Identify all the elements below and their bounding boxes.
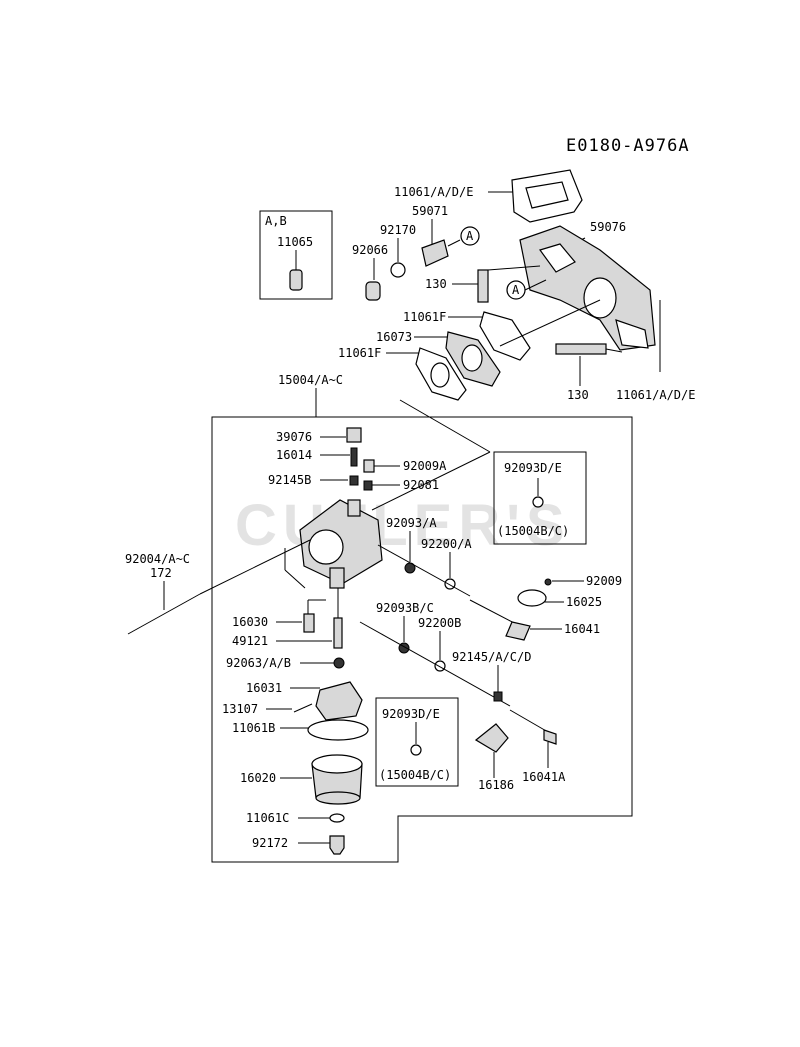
label-11061C: 11061C: [246, 811, 289, 825]
label-92093BC: 92093B/C: [376, 601, 434, 615]
label-130-lower: 130: [567, 388, 589, 402]
gasket-11061-top: 11061/A/D/E: [394, 169, 583, 223]
pin-11065: [289, 269, 303, 291]
inset-box-header: A,B: [265, 214, 287, 228]
label-92066: 92066: [352, 243, 388, 257]
note-box-upper: 92093D/E (15004B/C): [493, 451, 587, 545]
label-16030: 16030: [232, 615, 268, 629]
screw-92009: [544, 578, 552, 586]
washer-92200A: [444, 578, 456, 590]
label-16025: 16025: [566, 595, 602, 609]
label-92200A: 92200/A: [421, 537, 472, 551]
label-16014: 16014: [276, 448, 312, 462]
label-92200B: 92200B: [418, 616, 461, 630]
pin-13107: [293, 703, 313, 713]
note-box-lower-ref: (15004B/C): [379, 768, 451, 782]
note-box-upper-part: 92093D/E: [504, 461, 562, 475]
note-box-upper-ref: (15004B/C): [497, 524, 569, 538]
bolt-92172: [329, 835, 345, 855]
label-92081: 92081: [403, 478, 439, 492]
label-92063: 92063/A/B: [226, 656, 291, 670]
fitting-59071: [421, 239, 449, 267]
spring-92145B: [349, 475, 359, 486]
label-11061-ade-top: 11061/A/D/E: [394, 185, 473, 199]
label-16041: 16041: [564, 622, 600, 636]
plate-16025: [517, 589, 547, 607]
callout-a-lower-text: A: [512, 283, 520, 297]
plate-16186: [474, 723, 509, 753]
stud-92004: [127, 593, 201, 635]
spring-92081: [363, 480, 373, 491]
jet-16030: [303, 613, 315, 633]
label-92009: 92009: [586, 574, 622, 588]
watermark: CUTLER'S: [235, 493, 571, 558]
label-11061F-lower: 11061F: [338, 346, 381, 360]
label-16031: 16031: [246, 681, 282, 695]
label-11061F-upper: 11061F: [403, 310, 446, 324]
label-59071: 59071: [412, 204, 448, 218]
label-92009A: 92009A: [403, 459, 447, 473]
float-16031: [315, 681, 363, 721]
screw-92009A: [363, 459, 375, 473]
gasket-11061C: [329, 813, 345, 823]
callout-a-upper-text: A: [466, 229, 474, 243]
label-92145ACD: 92145/A/C/D: [452, 650, 531, 664]
label-39076: 39076: [276, 430, 312, 444]
note-box-lower: 92093D/E (15004B/C): [375, 697, 459, 787]
note-box-lower-part: 92093D/E: [382, 707, 440, 721]
label-16186: 16186: [478, 778, 514, 792]
label-16020: 16020: [240, 771, 276, 785]
part-16014: [350, 447, 358, 467]
inset-box: A,B 11065: [259, 210, 333, 300]
clamp-92170: [390, 262, 406, 278]
label-92170: 92170: [380, 223, 416, 237]
float-bowl-16020: [311, 754, 363, 805]
nut-92063: [333, 657, 345, 669]
label-15004: 15004/A~C: [278, 373, 343, 387]
label-16073: 16073: [376, 330, 412, 344]
label-92093A: 92093/A: [386, 516, 437, 530]
gasket-11061B: [307, 719, 369, 741]
shaft-16041A: [509, 709, 549, 733]
label-172: 172: [150, 566, 172, 580]
label-16041A: 16041A: [522, 770, 566, 784]
label-13107: 13107: [222, 702, 258, 716]
bolt-130-lower: [555, 343, 607, 355]
label-92172: 92172: [252, 836, 288, 850]
label-49121: 49121: [232, 634, 268, 648]
label-92145B: 92145B: [268, 473, 311, 487]
callout-a-upper: [460, 226, 480, 246]
label-130-upper: 130: [425, 277, 447, 291]
bolt-130-upper: [477, 269, 489, 303]
label-11061B: 11061B: [232, 721, 275, 735]
spring-92145ACD: [493, 691, 503, 702]
diagram-code: E0180-A976A: [566, 136, 690, 156]
gasket-11061F-upper: [479, 311, 531, 361]
carburetor-body: [299, 499, 383, 589]
washer-92200B: [434, 660, 446, 672]
label-11061-ade-bottom: 11061/A/D/E: [616, 388, 695, 402]
carburetor-assembly-box: [211, 416, 633, 863]
pin-49121: [333, 617, 343, 649]
label-92004: 92004/A~C: [125, 552, 190, 566]
intake-manifold-59076: 59076: [519, 220, 661, 372]
label-59076: 59076: [590, 220, 626, 234]
inset-box-part: 11065: [277, 235, 313, 249]
part-39076: [346, 427, 362, 443]
part-92066: [365, 281, 381, 301]
